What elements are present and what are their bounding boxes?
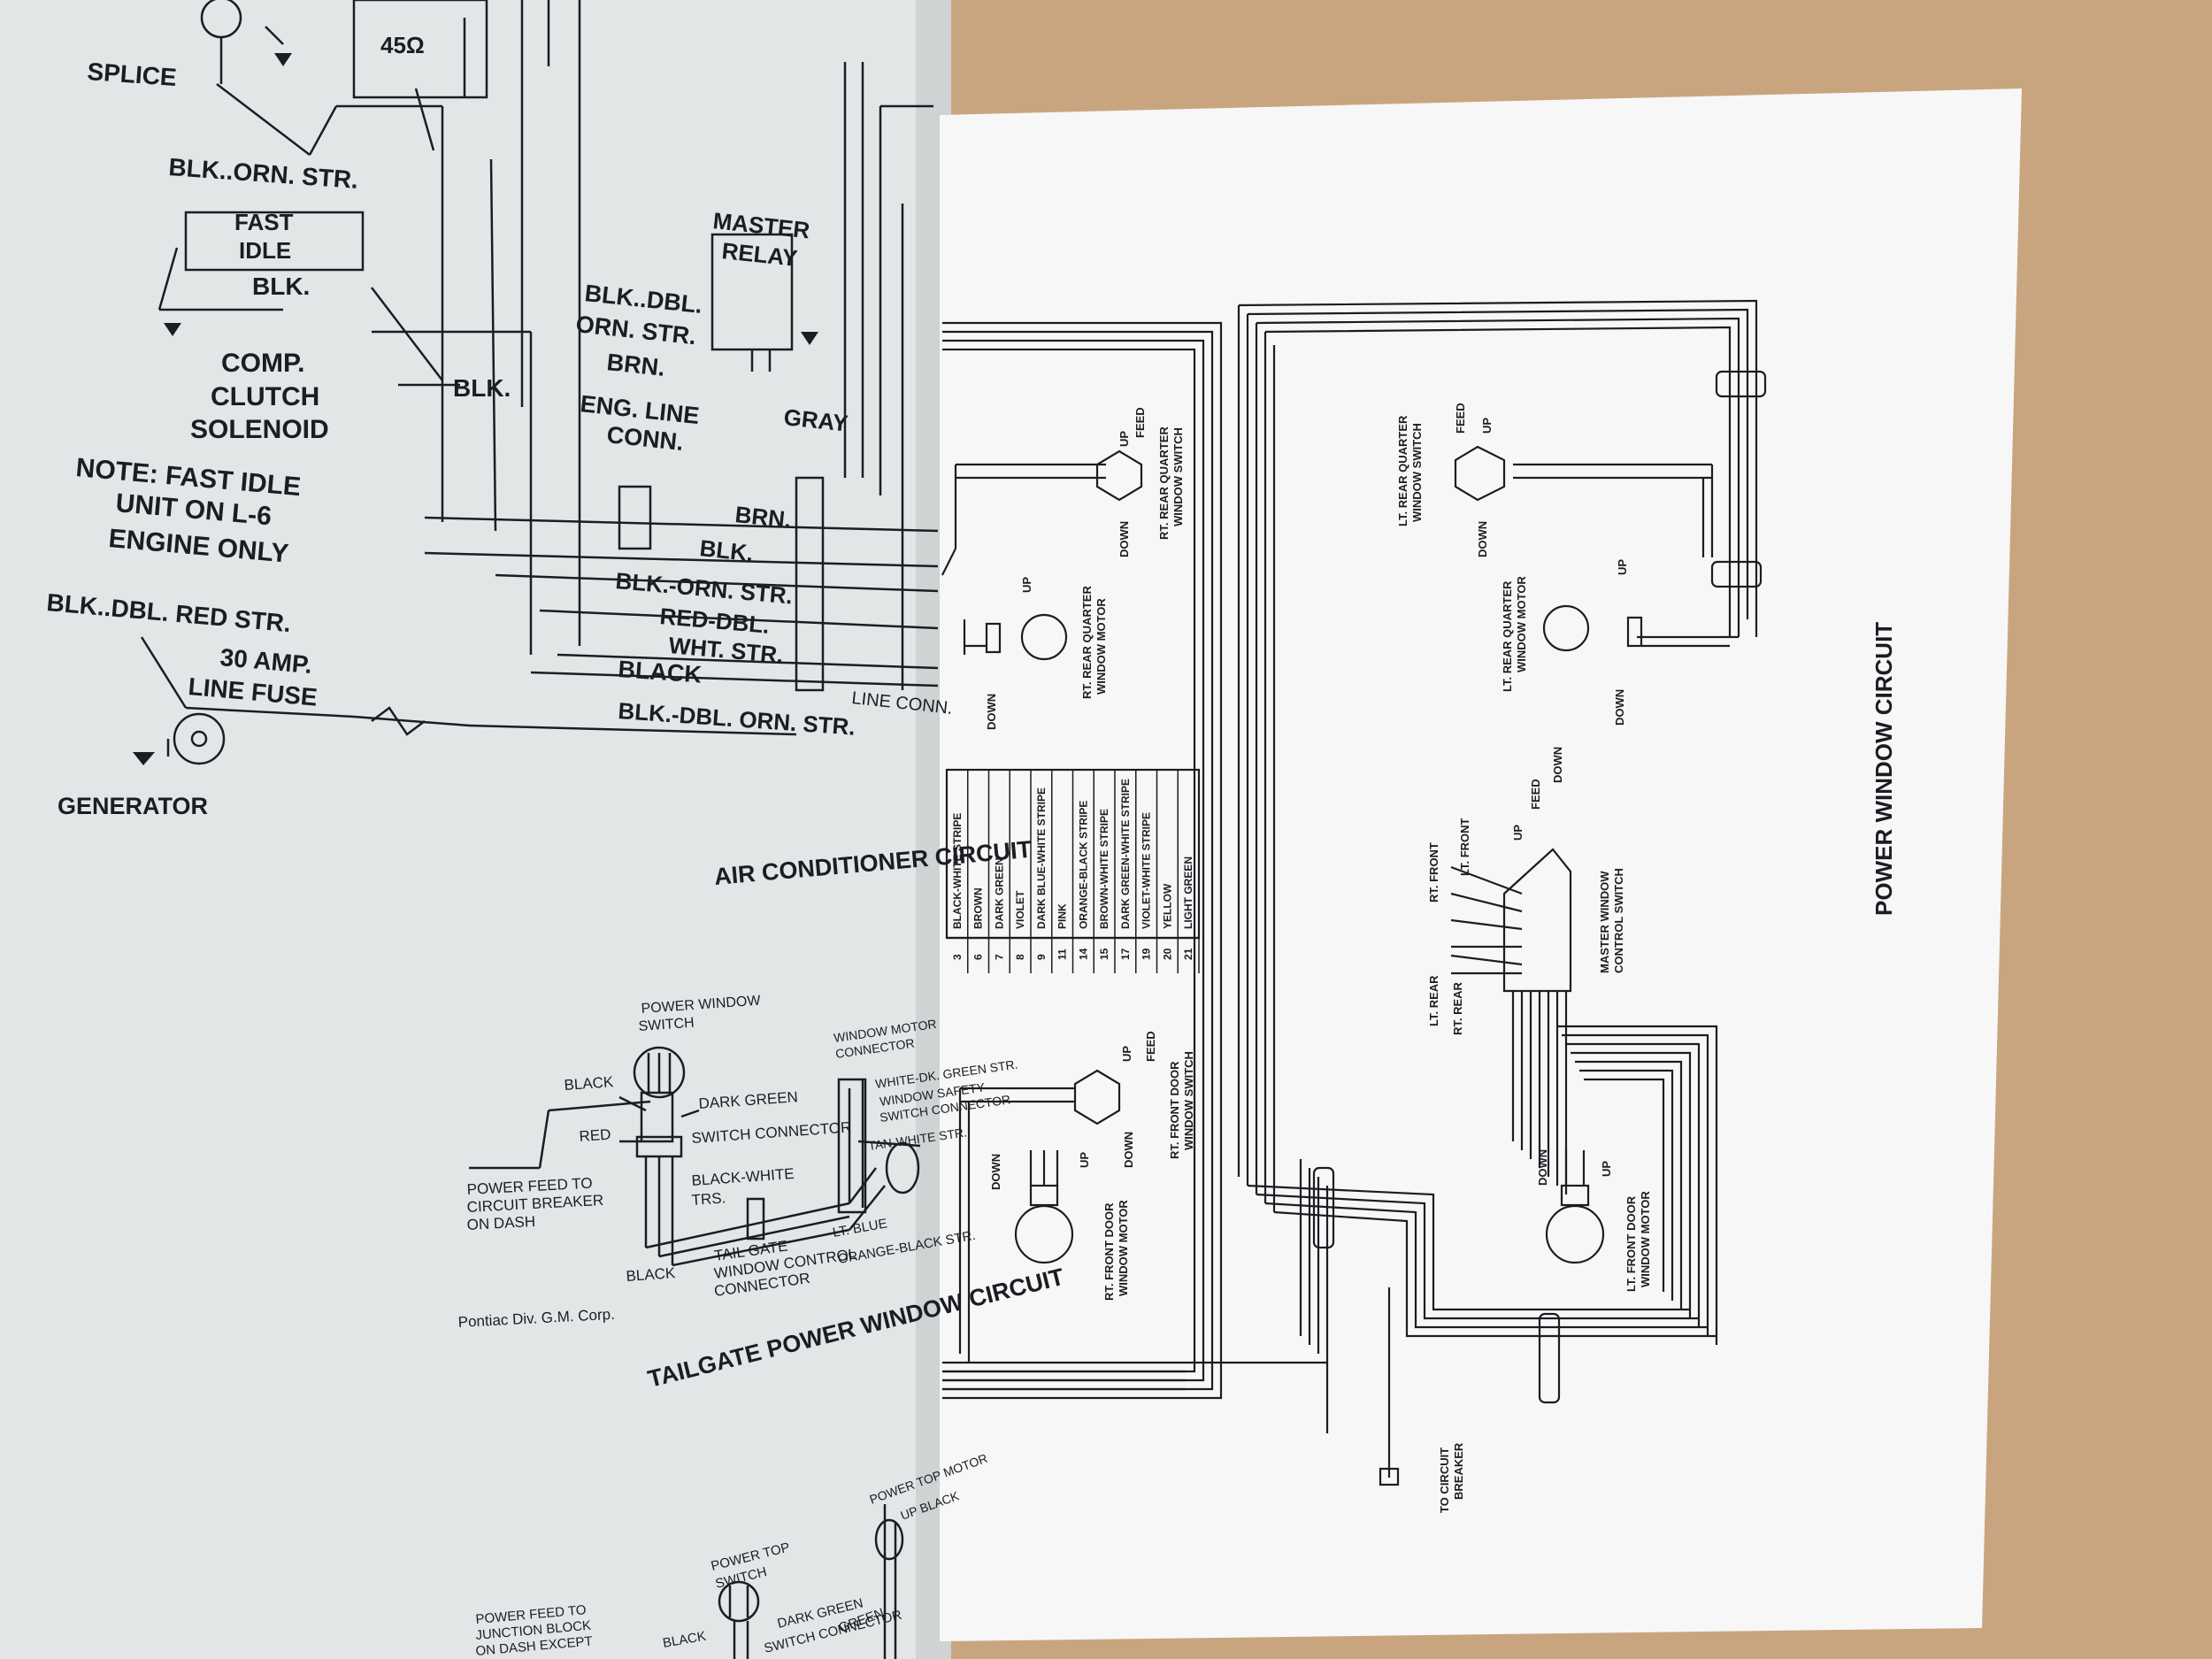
color-code-name: DARK BLUE-WHITE STRIPE: [1035, 787, 1048, 929]
generator-label: GENERATOR: [58, 793, 208, 819]
rt-rear-feed-label: FEED: [1133, 407, 1147, 438]
master-down-label: DOWN: [1551, 747, 1564, 783]
lt-rear-label: LT. REAR: [1427, 975, 1440, 1026]
color-code-name: ORANGE-BLACK STRIPE: [1077, 801, 1089, 929]
lt-rear-qtr-motor-1: LT. REAR QUARTER: [1501, 580, 1514, 692]
rt-front-feed-label: FEED: [1144, 1031, 1157, 1062]
color-code-number: 21: [1182, 948, 1194, 960]
idle-label: IDLE: [239, 237, 291, 264]
rt-front-door-motor-2: WINDOW MOTOR: [1117, 1200, 1130, 1296]
color-code-number: 6: [972, 954, 985, 960]
color-code-name: DARK GREEN-WHITE STRIPE: [1119, 779, 1132, 929]
rt-rear-motor-up-label: UP: [1020, 577, 1033, 593]
rt-rear-motor-down-label: DOWN: [985, 694, 998, 730]
lt-front-door-motor-2: WINDOW MOTOR: [1639, 1191, 1652, 1287]
bw-label-2: TRS.: [691, 1189, 726, 1209]
color-code-number: 8: [1014, 954, 1026, 960]
rt-rear-qtr-motor-2: WINDOW MOTOR: [1094, 598, 1108, 695]
color-code-name: DARK GREEN: [993, 857, 1005, 929]
rt-rear-down-label: DOWN: [1118, 521, 1131, 557]
lt-rear-qtr-motor-2: WINDOW MOTOR: [1515, 576, 1528, 672]
rt-front-motor-up-label: UP: [1078, 1152, 1091, 1168]
rt-rear-qtr-switch-1: RT. REAR QUARTER: [1157, 426, 1171, 540]
color-code-number: 19: [1141, 948, 1153, 960]
brn2-label: BRN.: [733, 501, 792, 533]
clutch-label: CLUTCH: [211, 382, 319, 411]
rt-rear-up-label: UP: [1118, 431, 1131, 447]
comp-label: COMP.: [221, 349, 304, 378]
master-up-label: UP: [1511, 825, 1525, 841]
blk-label: BLK.: [252, 273, 310, 300]
lt-rear-down-label: DOWN: [1476, 521, 1489, 557]
color-code-name: BROWN-WHITE STRIPE: [1098, 809, 1110, 929]
color-code-name: VIOLET: [1014, 890, 1026, 929]
breaker-label-2: BREAKER: [1452, 1442, 1465, 1500]
blk-right-label: BLK.: [453, 374, 511, 402]
color-code-name: LIGHT GREEN: [1182, 856, 1194, 929]
master-switch-2: CONTROL SWITCH: [1612, 868, 1625, 973]
rt-front-down-label: DOWN: [1122, 1132, 1135, 1168]
breaker-label-1: TO CIRCUIT: [1438, 1448, 1451, 1513]
rt-front-motor-down-label: DOWN: [989, 1154, 1002, 1190]
rt-rear-qtr-motor-1: RT. REAR QUARTER: [1080, 586, 1094, 699]
color-code-number: 7: [993, 954, 1005, 960]
blk2-label: BLK.: [698, 534, 754, 566]
lt-rear-feed-label: FEED: [1454, 403, 1467, 434]
color-code-name: BLACK-WHITE STRIPE: [951, 813, 964, 929]
color-code-table: 3 BLACK-WHITE STRIPE 6 BROWN 7 DARK GREEN 8 VIO…: [951, 770, 1200, 973]
lt-rear-qtr-switch-1: LT. REAR QUARTER: [1396, 415, 1409, 526]
lt-rear-up-label: UP: [1480, 418, 1494, 434]
rt-rear-qtr-switch-2: WINDOW SWITCH: [1171, 427, 1185, 526]
color-code-number: 14: [1077, 948, 1089, 960]
color-code-number: 15: [1098, 948, 1110, 960]
solenoid-label: SOLENOID: [190, 415, 329, 444]
color-code-number: 17: [1119, 948, 1132, 960]
tg-red-label: RED: [579, 1126, 611, 1145]
color-code-number: 11: [1056, 949, 1069, 960]
lt-front-motor-down-label: DOWN: [1536, 1149, 1549, 1186]
fast-label: FAST: [234, 209, 294, 235]
color-code-name: YELLOW: [1161, 883, 1173, 929]
pw-switch-label-2: SWITCH: [638, 1016, 695, 1034]
splice-label: SPLICE: [87, 58, 178, 91]
rt-front-door-motor-1: RT. FRONT DOOR: [1102, 1202, 1116, 1301]
black-label: BLACK: [618, 656, 703, 688]
resistor-label: 45Ω: [380, 32, 425, 58]
color-code-number: 3: [951, 954, 964, 960]
color-code-number: 20: [1161, 948, 1173, 960]
left-page: [0, 0, 938, 1659]
rt-rear-label: RT. REAR: [1451, 981, 1464, 1035]
master-switch-1: MASTER WINDOW: [1598, 871, 1611, 973]
lt-rear-qtr-switch-2: WINDOW SWITCH: [1410, 423, 1424, 522]
color-code-name: BROWN: [972, 887, 985, 929]
lt-rear-motor-down-label: DOWN: [1613, 689, 1626, 726]
color-code-number: 9: [1035, 954, 1048, 960]
lt-front-door-motor-1: LT. FRONT DOOR: [1624, 1195, 1638, 1292]
rt-front-door-switch-2: WINDOW SWITCH: [1182, 1051, 1195, 1150]
color-code-name: PINK: [1056, 903, 1069, 929]
master-feed-label: FEED: [1529, 779, 1542, 810]
tg-black-label: BLACK: [564, 1073, 615, 1094]
rt-front-door-switch-1: RT. FRONT DOOR: [1168, 1061, 1181, 1159]
tg-black2-label: BLACK: [626, 1264, 677, 1285]
power-window-circuit-title: POWER WINDOW CIRCUIT: [1870, 622, 1897, 916]
lt-front-label: LT. FRONT: [1458, 818, 1471, 876]
right-page: [940, 88, 2022, 1641]
rt-front-label: RT. FRONT: [1427, 842, 1440, 902]
tg-feed-label-3: ON DASH: [466, 1213, 535, 1233]
rt-front-up-label: UP: [1120, 1046, 1133, 1062]
brn-label: BRN.: [605, 349, 666, 381]
lt-rear-motor-up-label: UP: [1616, 559, 1629, 575]
lt-front-motor-up-label: UP: [1600, 1161, 1613, 1177]
color-code-name: VIOLET-WHITE STRIPE: [1141, 812, 1153, 929]
